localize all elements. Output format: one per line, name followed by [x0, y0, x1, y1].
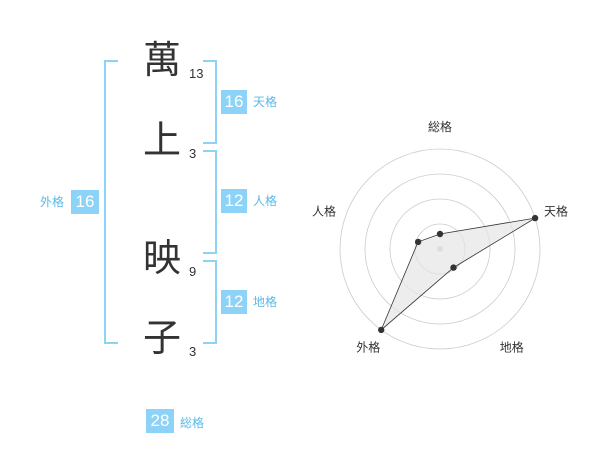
radar-ring — [339, 148, 541, 350]
radar-axis-label: 総格 — [428, 119, 452, 134]
radar-axis-label: 地格 — [500, 340, 524, 355]
jinkaku-label: 人格 — [253, 194, 278, 208]
tenkaku-label: 天格 — [253, 95, 278, 109]
jinkaku-bracket — [203, 150, 217, 254]
jinkaku-value: 12 — [221, 189, 247, 213]
soukaku-label: 総格 — [180, 416, 205, 430]
gaikaku-bracket — [104, 60, 118, 344]
gaikaku-value: 16 — [71, 190, 99, 214]
radar-points — [378, 214, 539, 334]
radar-axis-label: 天格 — [544, 203, 568, 218]
radar-ring — [364, 173, 516, 325]
radar-point — [414, 238, 422, 246]
stroke-count-4: 3 — [189, 344, 197, 359]
chikaku-value: 12 — [221, 290, 247, 314]
stroke-count-3: 9 — [189, 264, 197, 279]
radar-ring — [389, 198, 491, 300]
radar-polygon — [380, 217, 536, 331]
radar-axis-label: 外格 — [356, 340, 380, 355]
radar-point — [450, 264, 457, 271]
gaikaku-label: 外格 — [40, 195, 65, 209]
stroke-count-1: 13 — [189, 66, 204, 81]
stroke-count-2: 3 — [189, 146, 197, 161]
chikaku-bracket — [203, 260, 217, 344]
tenkaku-bracket — [203, 60, 217, 144]
tenkaku-value: 16 — [221, 90, 247, 114]
chikaku-label: 地格 — [253, 295, 278, 309]
radar-point — [531, 214, 539, 222]
radar-point — [436, 230, 444, 238]
character-3: 映 — [142, 236, 181, 280]
radar-axis-label: 人格 — [312, 203, 336, 218]
character-4: 子 — [142, 316, 181, 360]
character-1: 萬 — [142, 38, 181, 82]
character-2: 上 — [142, 118, 181, 162]
radar-point — [378, 326, 385, 334]
soukaku-value: 28 — [146, 409, 174, 433]
